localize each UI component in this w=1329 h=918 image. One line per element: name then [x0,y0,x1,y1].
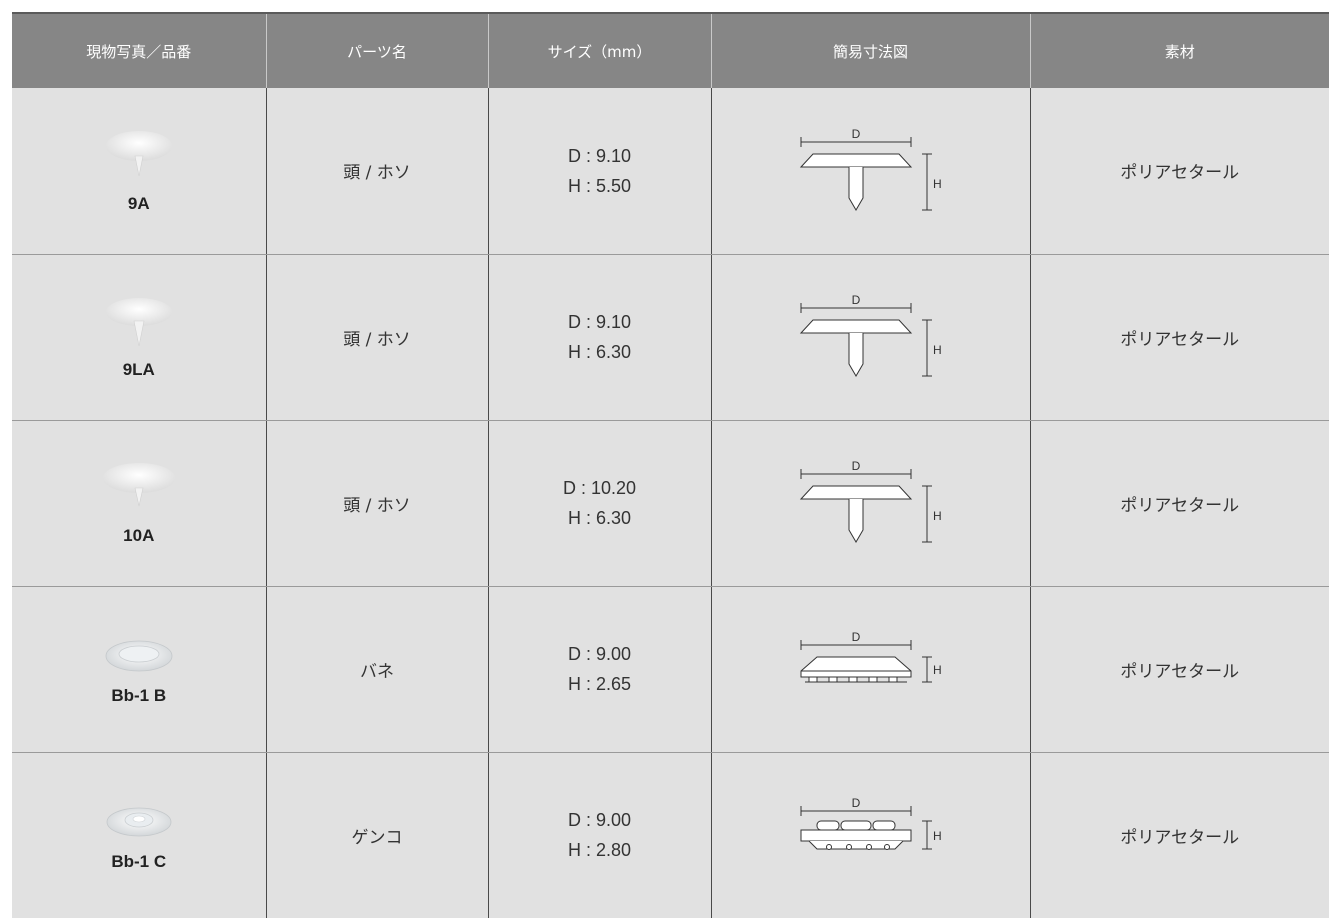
diagram-d-label: D [851,796,860,810]
table-row: 9LA 頭 / ホソ D : 9.10 H : 6.30 D H [12,254,1329,421]
photo-cell: Bb-1 B [12,586,267,753]
diagram-h-label: H [933,343,942,357]
header-dimension-diagram: 簡易寸法図 [711,12,1031,88]
diagram-cell: D H [711,752,1031,918]
part-code: 9LA [122,360,155,379]
part-name: 頭 / ホソ [266,254,489,421]
head-stud-diagram: D H [799,459,942,543]
photo-cell: Bb-1 C [12,752,267,918]
head-stud-diagram: D H [799,127,942,211]
size-cell: D : 9.00 H : 2.65 [488,586,712,753]
part-name: 頭 / ホソ [266,88,489,255]
diagram-d-label: D [851,630,860,644]
part-code: 10A [123,526,155,545]
diagram-h-label: H [933,829,942,843]
diagram-cell: D H [711,586,1031,753]
size-cell: D : 9.10 H : 6.30 [488,254,712,421]
material-cell: ポリアセタール [1030,88,1329,255]
part-name: バネ [266,586,489,753]
size-d: D : 9.10 [567,145,632,166]
table-row: 10A 頭 / ホソ D : 10.20 H : 6.30 D H [12,420,1329,587]
genko-diagram: D H [800,796,942,851]
size-cell: D : 9.00 H : 2.80 [488,752,712,918]
diagram-h-label: H [933,663,942,677]
size-h: H : 6.30 [567,342,632,362]
stud-socket-photo [106,807,172,837]
size-cell: D : 9.10 H : 5.50 [488,88,712,255]
size-h: H : 6.30 [567,508,632,528]
size-cell: D : 10.20 H : 6.30 [488,420,712,587]
button-head-photo [105,130,172,176]
part-code: 9A [127,193,150,213]
diagram-h-label: H [933,177,942,191]
size-d: D : 9.00 [567,644,632,664]
header-photo-code: 現物写真／品番 [12,12,267,88]
part-code: Bb-1 B [111,686,167,705]
photo-cell: 10A [12,420,267,587]
size-h: H : 2.80 [567,840,632,861]
photo-cell: 9A [12,88,267,255]
part-code: Bb-1 C [111,852,167,872]
parts-spec-table: 現物写真／品番 パーツ名 サイズ（mm） 簡易寸法図 素材 9A [12,12,1329,918]
spring-diagram: D H [800,630,942,683]
spring-socket-photo [105,640,173,672]
size-h: H : 2.65 [567,674,632,694]
head-stud-diagram: D H [799,293,942,377]
size-h: H : 5.50 [567,175,632,196]
size-d: D : 9.10 [567,312,632,332]
table-row: 9A 頭 / ホソ D : 9.10 H : 5.50 D H [12,88,1329,255]
material-cell: ポリアセタール [1030,586,1329,753]
diagram-cell: D H [711,88,1031,255]
diagram-cell: D H [711,254,1031,421]
button-head-photo [105,298,172,347]
material-cell: ポリアセタール [1030,254,1329,421]
part-name: 頭 / ホソ [266,420,489,587]
header-row: 現物写真／品番 パーツ名 サイズ（mm） 簡易寸法図 素材 [12,12,1329,88]
part-name: ゲンコ [266,752,489,918]
header-part-name: パーツ名 [266,12,489,88]
header-size: サイズ（mm） [488,12,712,88]
photo-cell: 9LA [12,254,267,421]
diagram-cell: D H [711,420,1031,587]
material-cell: ポリアセタール [1030,752,1329,918]
material-cell: ポリアセタール [1030,420,1329,587]
size-d: D : 9.00 [567,810,632,831]
diagram-d-label: D [851,127,860,141]
table-row: Bb-1 C ゲンコ D : 9.00 H : 2.80 [12,752,1329,918]
table-row: Bb-1 B バネ D : 9.00 H : 2.65 [12,586,1329,753]
button-head-photo [102,463,175,507]
header-material: 素材 [1030,12,1329,88]
diagram-d-label: D [851,459,860,473]
size-d: D : 10.20 [562,478,637,498]
diagram-d-label: D [851,293,860,307]
diagram-h-label: H [933,509,942,523]
